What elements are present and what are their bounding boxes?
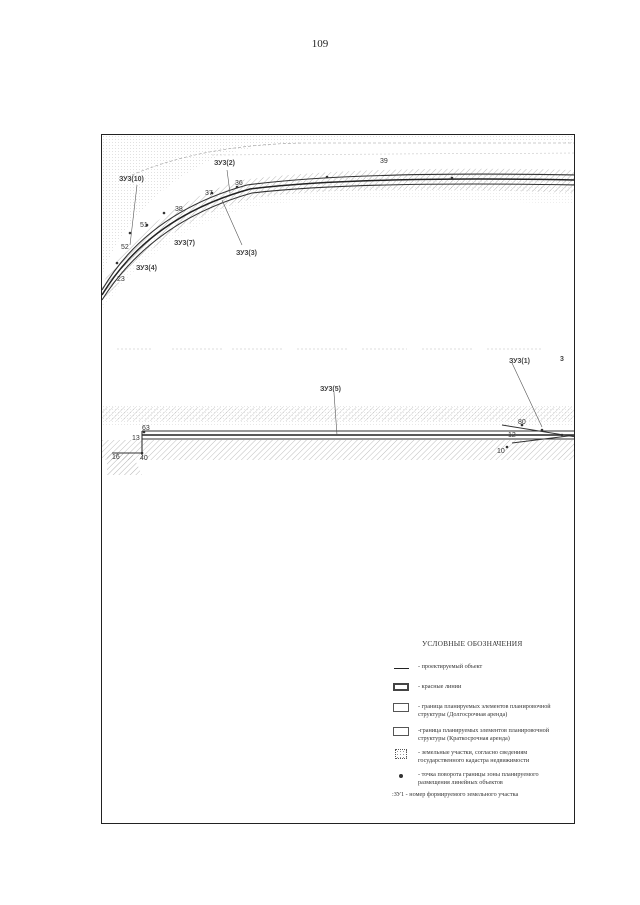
legend-item-projected-object: - проектируемый объект [392,663,574,673]
point-label: 52 [121,244,129,251]
legend-text: - точка поворота границы зоны планируемо… [418,771,539,786]
plot-label: ЗУ3(1) [509,358,530,365]
legend-item-short-lease: -граница планируемых элементов планирово… [392,727,574,743]
point-label: 40 [140,455,148,462]
point-label: 39 [380,158,388,165]
plot-label: ЗУ3(4) [136,265,157,272]
point-label: 13 [132,435,140,442]
legend-title: УСЛОВНЫЕ ОБОЗНАЧЕНИЯ [422,639,523,648]
legend-item-cadastre: - земельные участки, согласно сведениям … [392,749,574,765]
upper-road [102,135,574,310]
point-label: 63 [142,425,150,432]
legend-text: - красные линии [418,683,462,690]
legend-text: :ЗУ1 - номер формируемого земельного уча… [392,791,519,798]
legend-text: - земельные участки, согласно сведениям … [418,749,530,764]
legend-item-turning-point: - точка поворота границы зоны планируемо… [392,771,574,787]
plot-label: ЗУ3(3) [236,250,257,257]
point-label: 16 [112,454,120,461]
legend-text: - граница планируемых элементов планиров… [418,703,551,718]
point-label: 23 [117,276,125,283]
legend-text: - проектируемый объект [418,663,483,670]
point-label: 80 [518,419,526,426]
map-drawing: ЗУ3(10) ЗУ3(2) ЗУ3(7) ЗУ3(4) ЗУ3(3) ЗУ3(… [102,135,574,475]
legend-item-red-lines: - красные линии [392,683,574,693]
lower-road [102,362,574,475]
point-label: 10 [497,448,505,455]
point-label: 12 [508,432,516,439]
line-icon [392,663,412,673]
red-line-icon [392,683,412,693]
page-number: 109 [311,38,329,50]
legend-text: -граница планируемых элементов планирово… [418,727,550,742]
plot-label: ЗУ3(2) [214,160,235,167]
point-label: 38 [175,206,183,213]
cadastre-icon [392,749,412,759]
plot-label: ЗУ3(10) [119,176,144,183]
plot-label: 3 [560,356,564,363]
short-lease-icon [392,727,412,737]
plot-label: ЗУ3(5) [320,386,341,393]
point-label: 36 [235,180,243,187]
legend-item-plot-number: :ЗУ1 - номер формируемого земельного уча… [392,791,574,799]
point-icon [392,771,412,781]
legend-item-long-lease: - граница планируемых элементов планиров… [392,703,574,719]
plot-label: ЗУ3(7) [174,240,195,247]
point-label: 51 [140,222,148,229]
point-label: 37 [205,190,213,197]
map-frame: ЗУ3(10) ЗУ3(2) ЗУ3(7) ЗУ3(4) ЗУ3(3) ЗУ3(… [101,134,575,824]
long-lease-icon [392,703,412,713]
